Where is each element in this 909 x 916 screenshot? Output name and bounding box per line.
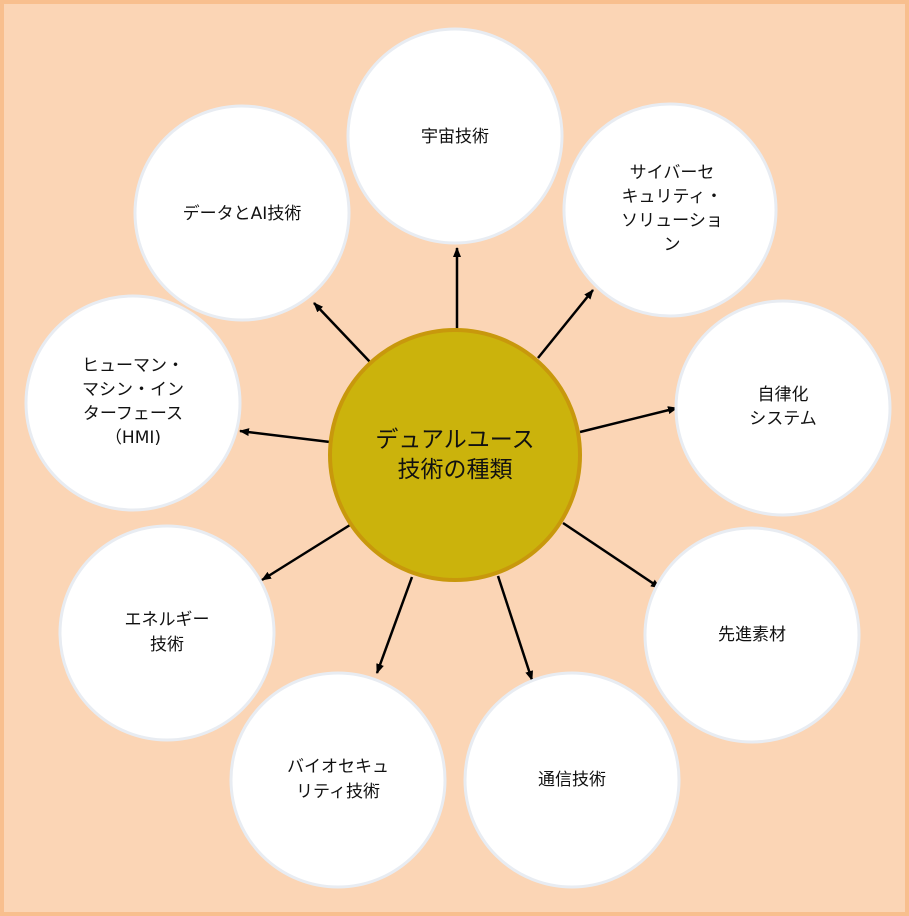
node-data-ai <box>133 104 351 322</box>
arrow-energy <box>261 523 351 582</box>
center-label-line2: 技術の種類 <box>398 457 513 483</box>
label-autonomous-1: 自律化 <box>758 385 809 405</box>
label-autonomous-2: システム <box>749 409 817 429</box>
arrow-autonomous <box>579 406 678 434</box>
node-communication <box>463 671 681 889</box>
arrow-biosecurity <box>375 576 414 674</box>
node-biosecurity <box>229 671 447 889</box>
label-data-ai: データとAI技術 <box>183 203 302 224</box>
arrow-hmi <box>239 428 331 444</box>
label-communication: 通信技術 <box>538 770 606 790</box>
label-cyber-2: キュリティ・ <box>622 187 723 207</box>
label-materials: 先進素材 <box>718 625 786 645</box>
label-hmi-2: マシン・イン <box>82 380 184 400</box>
label-cyber-1: サイバーセ <box>630 163 715 183</box>
label-biosecurity-2: リティ技術 <box>296 782 380 802</box>
arrow-materials <box>562 521 661 590</box>
label-hmi-3: ターフェース <box>83 404 183 424</box>
label-biosecurity-1: バイオセキュ <box>287 757 389 777</box>
node-hmi <box>24 294 242 512</box>
label-space: 宇宙技術 <box>421 127 489 147</box>
node-cyber <box>562 102 778 318</box>
label-hmi-1: ヒューマン・ <box>82 356 184 376</box>
node-energy <box>58 524 276 742</box>
node-materials <box>643 526 861 744</box>
label-energy-2: 技術 <box>150 635 184 655</box>
arrow-cyber <box>537 289 594 359</box>
label-cyber-3: ソリューショ <box>621 211 723 231</box>
center-label-line1: デュアルユース <box>375 427 534 453</box>
node-autonomous <box>674 299 892 517</box>
label-hmi-4: （HMI) <box>105 428 161 448</box>
label-energy-1: エネルギー <box>125 610 210 630</box>
arrow-data-ai <box>313 302 371 363</box>
arrow-communication <box>496 575 534 681</box>
center-node <box>328 328 582 582</box>
node-space <box>346 27 564 245</box>
label-cyber-4: ン <box>664 235 681 255</box>
